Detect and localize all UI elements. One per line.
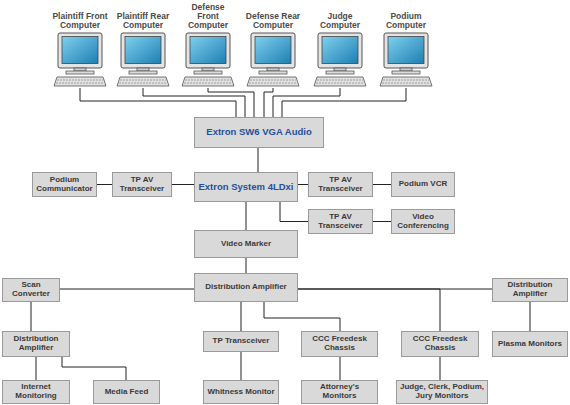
device-box: TP AV Transceiver [308, 172, 373, 197]
device-box: Distribution Amplifier [194, 273, 298, 302]
connector [273, 88, 340, 117]
node-label: Whitness Monitor [207, 388, 274, 397]
device-box: Podium VCR [391, 172, 455, 197]
device-box: TP Transceiver [203, 331, 279, 352]
connector [36, 357, 37, 380]
connector [172, 184, 194, 185]
node-label: Plaintiff Front Computer [52, 12, 108, 30]
computer-node: Defense Rear Computer [243, 0, 303, 88]
computer-icon [54, 33, 106, 86]
device-box: Podium Communicator [32, 172, 97, 197]
connector [31, 302, 32, 331]
node-label: Distribution Amplifier [494, 281, 566, 299]
device-box: Video Conferencing [391, 209, 455, 234]
node-label: Video Conferencing [393, 213, 453, 231]
device-box: TP AV Transceiver [112, 172, 172, 197]
device-box: Scan Converter [2, 278, 60, 302]
connector [246, 202, 247, 230]
computer-icon [245, 32, 301, 88]
node-label: Attorney's Monitors [303, 383, 376, 401]
connector [280, 202, 308, 222]
computer-icon [314, 33, 366, 86]
device-box: CCC Freedesk Chassis [301, 331, 378, 357]
node-label: Plasma Monitors [498, 340, 562, 349]
computer-node: Plaintiff Rear Computer [113, 0, 173, 88]
device-box: TP AV Transceiver [308, 209, 373, 234]
connector [282, 88, 406, 117]
node-label: Defense Rear Computer [245, 12, 301, 30]
connector [298, 289, 440, 331]
connector [373, 184, 391, 185]
node-label: Media Feed [105, 388, 149, 397]
connector [440, 357, 441, 380]
computer-icon [312, 32, 368, 88]
computer-icon [180, 32, 236, 88]
device-box: Distribution Amplifier [2, 331, 70, 357]
device-box: Attorney's Monitors [301, 380, 378, 404]
node-label: Extron System 4LDxi [198, 182, 293, 192]
connector [298, 184, 308, 185]
node-label: Podium VCR [399, 180, 447, 189]
node-label: Podium Communicator [34, 176, 95, 194]
node-label: CCC Freedesk Chassis [303, 335, 376, 353]
node-label: Judge, Clerk, Podium, Jury Monitors [398, 383, 486, 401]
computer-icon [182, 33, 234, 86]
node-label: Podium Computer [378, 12, 434, 30]
node-label: CCC Freedesk Chassis [403, 335, 477, 353]
node-label: Distribution Amplifier [4, 335, 68, 353]
device-box: Whitness Monitor [203, 380, 279, 404]
device-box: Distribution Amplifier [492, 278, 568, 302]
connector [246, 258, 247, 273]
node-label: Plaintiff Rear Computer [115, 12, 171, 30]
node-label: Internet Monitoring [4, 383, 68, 401]
computer-icon [115, 32, 171, 88]
computer-node: Judge Computer [310, 0, 370, 88]
connector [373, 221, 391, 222]
computer-node: Podium Computer [376, 0, 436, 88]
device-box: Media Feed [93, 380, 160, 404]
node-label: Defense Front Computer [180, 3, 236, 30]
node-label: TP Transceiver [213, 337, 270, 346]
node-label: Extron SW6 VGA Audio [206, 127, 311, 137]
connector [60, 289, 194, 290]
connector [241, 352, 242, 380]
device-box: Video Marker [194, 230, 298, 258]
connector [264, 88, 273, 117]
device-box: Judge, Clerk, Podium, Jury Monitors [396, 380, 488, 404]
computer-icon [380, 33, 432, 86]
node-label: Video Marker [221, 240, 271, 249]
connector [241, 302, 242, 331]
node-label: Scan Converter [4, 281, 58, 299]
connector [340, 357, 341, 380]
node-label: Judge Computer [312, 12, 368, 30]
connector [258, 148, 259, 172]
connector [264, 302, 340, 331]
node-label: TP AV Transceiver [114, 176, 170, 194]
connector [97, 184, 112, 185]
computer-node: Defense Front Computer [178, 0, 238, 88]
computer-icon [247, 33, 299, 86]
connector [208, 88, 254, 117]
node-label: Distribution Amplifier [205, 283, 286, 292]
connector [62, 357, 126, 380]
device-box: Internet Monitoring [2, 380, 70, 404]
computer-icon [117, 33, 169, 86]
device-box: Extron System 4LDxi [194, 172, 298, 202]
device-box: CCC Freedesk Chassis [401, 331, 479, 357]
computer-icon [52, 32, 108, 88]
connector [530, 302, 531, 331]
computer-icon [378, 32, 434, 88]
computer-node: Plaintiff Front Computer [50, 0, 110, 88]
device-box: Plasma Monitors [492, 331, 568, 357]
node-label: TP AV Transceiver [310, 213, 371, 231]
device-box: Extron SW6 VGA Audio [194, 117, 324, 148]
node-label: TP AV Transceiver [310, 176, 371, 194]
